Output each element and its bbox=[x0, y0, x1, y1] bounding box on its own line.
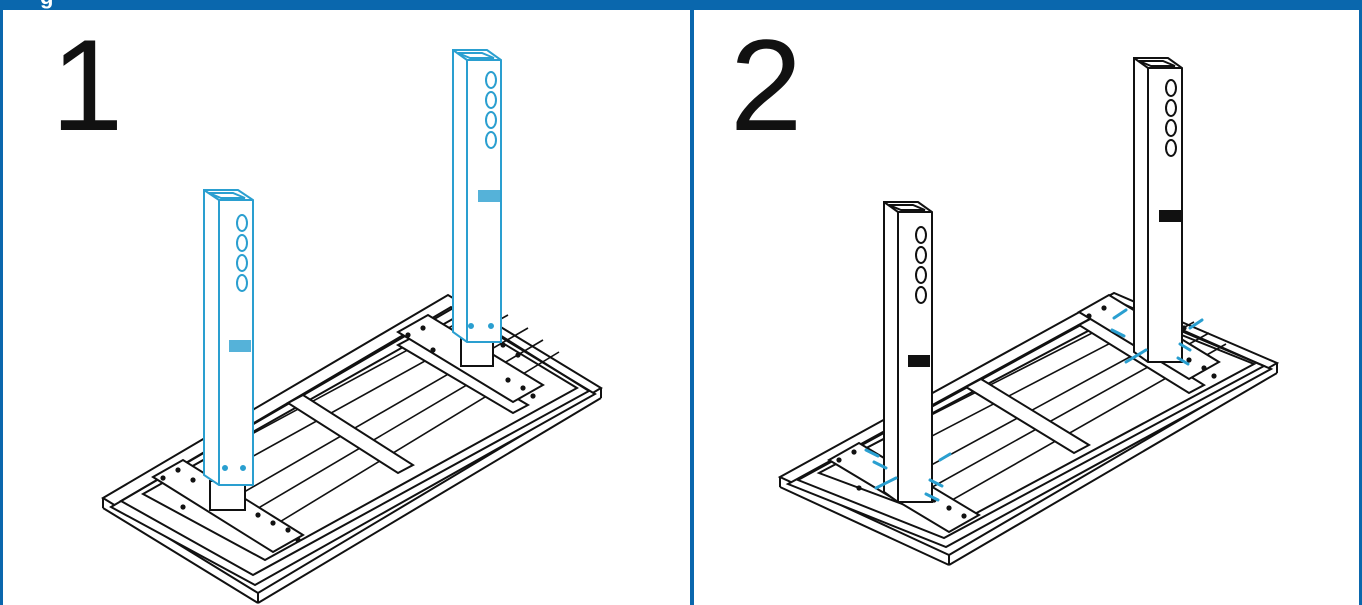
step-panel-2: 2 bbox=[692, 10, 1362, 605]
header-bar: g bbox=[0, 0, 1362, 10]
table-frame bbox=[777, 291, 1280, 566]
leg-mounts bbox=[209, 336, 494, 511]
table-leg-left bbox=[203, 189, 254, 486]
step-number: 1 bbox=[51, 12, 124, 158]
table-leg-left bbox=[883, 201, 933, 503]
step-1-illustration bbox=[101, 49, 603, 604]
step-number: 2 bbox=[730, 12, 803, 158]
table-leg-right bbox=[452, 49, 502, 343]
bolt-holes bbox=[160, 325, 536, 543]
step-2-illustration bbox=[777, 57, 1280, 566]
step-panel-1: 1 bbox=[0, 10, 692, 605]
table-frame bbox=[101, 293, 603, 604]
header-title: g bbox=[40, 0, 53, 8]
table-leg-right bbox=[1133, 57, 1183, 363]
screw-icon bbox=[864, 308, 1204, 502]
